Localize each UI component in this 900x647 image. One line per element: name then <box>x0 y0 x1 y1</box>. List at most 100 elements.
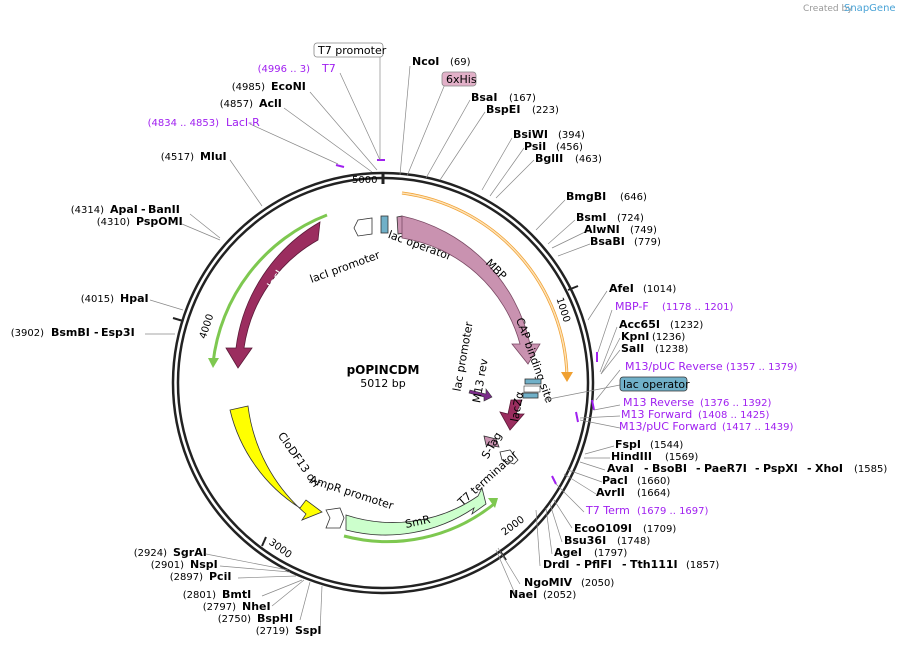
enzyme-bsabi-pos: (779) <box>634 237 661 248</box>
feature-laci <box>225 221 321 369</box>
credit-prefix: Created by <box>803 4 853 14</box>
enzyme-psii-pos: (456) <box>556 142 583 153</box>
enzyme-ncoi-name: NcoI <box>412 55 439 68</box>
enzyme-avrii-pos: (1664) <box>637 488 670 499</box>
enzyme-bsu36i-pos: (1748) <box>617 536 650 547</box>
enzyme-pcii-pos: (2897) <box>170 572 203 583</box>
enzyme-sgrai-pos: (2924) <box>134 548 167 559</box>
primer-m13rev-range: (1376 .. 1392) <box>700 398 772 409</box>
feature-lac-promoter-label: lac promoter <box>451 320 476 392</box>
box-lac-operator <box>619 376 688 392</box>
enzyme-bsmi-pos: (724) <box>617 213 644 224</box>
feature-t7-terminator <box>499 449 519 465</box>
enzyme-apai-name: ApaI <box>110 203 138 216</box>
enzyme-ecoo109i-pos: (1709) <box>643 524 676 535</box>
enzyme-acc65i-pos: (1232) <box>670 320 703 331</box>
enzyme-econi-pos: (4985) <box>232 82 265 93</box>
leader-lines <box>145 57 621 633</box>
enzyme-nspi-pos: (2901) <box>151 560 184 571</box>
enzyme-bsiwi-name: BsiWI <box>513 128 548 141</box>
enzyme-ecoo109i-name: EcoO109I <box>574 522 632 535</box>
feature-ampr-promoter <box>325 507 345 529</box>
primer-m13puc-rev-range: (1357 .. 1379) <box>726 362 798 373</box>
tick-label-5000: 5000 <box>352 175 377 186</box>
dash-bsmbi: - <box>94 326 99 339</box>
credit-brand: SnapGene <box>844 3 896 14</box>
enzyme-bmti-name: BmtI <box>222 588 251 601</box>
primer-m13rev-name: M13 Reverse <box>623 396 694 409</box>
plasmid-size: 5012 bp <box>360 377 405 390</box>
feature-lacza <box>499 399 525 431</box>
primer-mbpf-range: (1178 .. 1201) <box>662 302 734 313</box>
feature-mbp <box>401 215 541 365</box>
enzyme-pspomi-name: PspOMI <box>136 215 183 228</box>
enzyme-afei-pos: (1014) <box>643 284 676 295</box>
enzyme-bsmi-name: BsmI <box>576 211 607 224</box>
primer-lacir-range: (4834 .. 4853) <box>148 118 220 129</box>
enzyme-mlui-name: MluI <box>200 150 227 163</box>
dash-apai: - <box>141 203 146 216</box>
feature-smr-label: SmR <box>404 513 432 531</box>
primer-m13puc-rev-name: M13/pUC Reverse <box>625 360 723 373</box>
primer-t7-range: (4996 .. 3) <box>258 64 310 75</box>
feature-lac-operator-block <box>522 392 539 399</box>
feature-lac-operator-top <box>380 215 389 234</box>
enzyme-drdi-pos: (1857) <box>686 560 719 571</box>
dash-avai-2: - <box>696 462 701 475</box>
enzyme-bmgbi-name: BmgBI <box>566 190 606 203</box>
enzyme-bsabi-name: BsaBI <box>590 235 625 248</box>
enzyme-acli-pos: (4857) <box>220 99 253 110</box>
enzyme-naei-name: NaeI <box>509 588 537 601</box>
enzyme-kpni-name: KpnI <box>621 330 649 343</box>
enzyme-avai-pos: (1585) <box>854 464 887 475</box>
enzyme-afei-name: AfeI <box>609 282 634 295</box>
primer-m13fwd-name: M13 Forward <box>621 408 692 421</box>
primer-t7-name: T7 <box>321 62 336 75</box>
enzyme-bsai-name: BsaI <box>471 91 497 104</box>
enzyme-bsobi-name: BsoBI <box>652 462 687 475</box>
feature-cap-block <box>523 385 541 393</box>
enzyme-ngomiv-name: NgoMIV <box>524 576 573 589</box>
enzyme-paci-pos: (1660) <box>637 476 670 487</box>
enzyme-bsmbi-name: BsmBI <box>51 326 90 339</box>
enzyme-avai-name: AvaI <box>607 462 634 475</box>
enzyme-esp3i-name: Esp3I <box>101 326 135 339</box>
enzyme-naei-pos: (2052) <box>543 590 576 601</box>
orf-mbp-arc-inner <box>401 192 568 378</box>
enzyme-apai-pos: (4314) <box>71 205 104 216</box>
primer-t7term-name: T7 Term <box>585 504 630 517</box>
tick-1000 <box>567 285 579 291</box>
feature-clodf13-ori-label: CloDF13 ori <box>275 430 322 490</box>
tick-label-4000: 4000 <box>198 313 216 341</box>
box-t7-promoter-label: T7 promoter <box>317 44 387 57</box>
enzyme-nhei-name: NheI <box>242 600 271 613</box>
enzyme-bmti-pos: (2801) <box>183 590 216 601</box>
enzyme-mlui-pos: (4517) <box>161 152 194 163</box>
box-lac-operator-label: lac operator <box>623 378 690 391</box>
enzyme-bspei-pos: (223) <box>532 105 559 116</box>
dash-avai-4: - <box>807 462 812 475</box>
enzyme-pspomi-pos: (4310) <box>97 217 130 228</box>
feature-lac-promoter-block <box>524 378 542 385</box>
primer-lacir-name: LacI-R <box>226 116 260 129</box>
enzyme-bsiwi-pos: (394) <box>558 130 585 141</box>
enzyme-paci-name: PacI <box>602 474 628 487</box>
orf-laci-arrowhead <box>208 358 219 368</box>
enzyme-bsai-pos: (167) <box>509 93 536 104</box>
orf-smr-arc <box>343 502 495 544</box>
enzyme-hindiii-pos: (1569) <box>665 452 698 463</box>
enzyme-ngomiv-pos: (2050) <box>581 578 614 589</box>
enzyme-tth111i-name: Tth111I <box>630 558 678 571</box>
primer-t7term-mark <box>551 475 557 485</box>
primer-mbpf-name: MBP-F <box>615 300 649 313</box>
enzyme-nhei-pos: (2797) <box>203 602 236 613</box>
feature-laci-promoter <box>353 217 373 237</box>
tick-3000 <box>261 536 267 547</box>
enzyme-xhoi-name: XhoI <box>815 462 843 475</box>
enzyme-acc65i-name: Acc65I <box>619 318 660 331</box>
tick-label-3000: 3000 <box>266 537 293 561</box>
enzyme-alwni-pos: (749) <box>630 225 657 236</box>
primer-m13-pucrev-mark <box>591 399 595 411</box>
feature-lacza-label: lacZα <box>508 390 526 422</box>
